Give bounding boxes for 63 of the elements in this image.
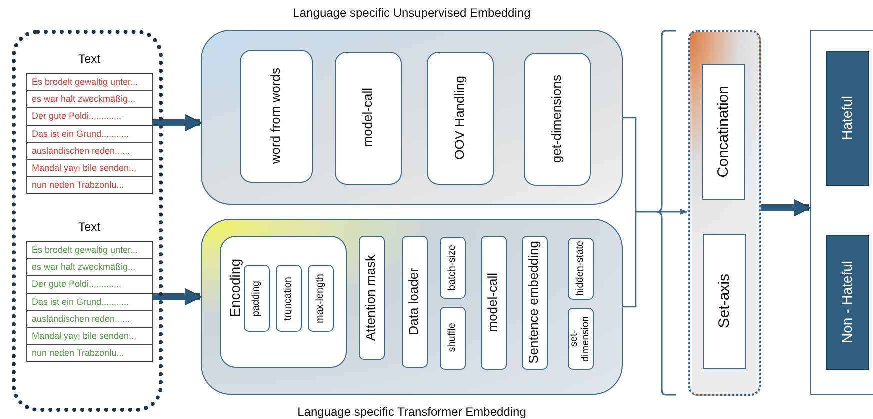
parameter-box <box>308 265 334 332</box>
step-label: shuffle <box>446 323 458 353</box>
step-label: hidden-state <box>574 240 586 296</box>
dotted-container <box>12 30 163 412</box>
step-box <box>702 64 745 200</box>
panel-title: Language specific Unsupervised Embedding <box>292 6 532 20</box>
class-box <box>826 234 868 370</box>
step-label: Attention mask <box>364 254 379 340</box>
step-box <box>524 52 590 186</box>
table-cell: es war halt zweckmäßig... <box>26 90 153 108</box>
parameter-box <box>568 238 594 300</box>
table-heading: Text <box>77 52 102 66</box>
step-label: model-call <box>486 272 501 332</box>
step-label: set-dimension <box>569 314 592 364</box>
table-cell: Das ist ein Grund........... <box>26 124 153 143</box>
step-label: Concatination <box>714 86 732 178</box>
step-box <box>334 52 402 184</box>
table-cell: Der gute Poldi............. <box>26 275 153 294</box>
step-label: word from words <box>268 68 284 164</box>
step-label: truncation <box>283 276 295 320</box>
table-cell: Das ist ein Grund........... <box>26 292 153 311</box>
step-label: Set-axis <box>716 274 734 329</box>
step-label: OOV Handling <box>452 76 468 160</box>
step-box <box>703 234 746 369</box>
arrow <box>153 288 202 306</box>
step-box <box>426 52 494 184</box>
output-panel <box>810 30 873 395</box>
step-box <box>240 50 312 182</box>
arrow <box>623 209 688 308</box>
table-cell: nun neden Trabzonlu... <box>26 176 153 194</box>
step-label: get-dimensions <box>550 74 564 164</box>
parameter-box <box>244 265 270 332</box>
encoding-box <box>220 236 346 368</box>
table-cell: es war halt zweckmäßig... <box>26 258 153 276</box>
step-box <box>480 236 506 370</box>
arrow <box>761 199 812 217</box>
panel-title: Language specific Transformer Embedding <box>296 405 528 419</box>
step-box <box>358 236 384 360</box>
fusion-panel <box>688 30 761 396</box>
table-cell: Der gute Poldi............. <box>26 107 153 126</box>
step-label: Sentence embedding <box>527 241 542 364</box>
step-label: max-length <box>315 274 327 324</box>
step-label: Data loader <box>407 268 422 336</box>
table-cell: Es brodelt gewaltig unter... <box>26 73 153 92</box>
table-heading: Text <box>77 220 102 234</box>
table-cell: nun neden Trabzonlu... <box>26 344 153 362</box>
step-label: batch-size <box>446 244 458 290</box>
step-box <box>522 236 548 370</box>
step-label: padding <box>251 280 263 316</box>
parameter-box <box>440 306 466 370</box>
step-box <box>402 236 428 368</box>
parameter-box <box>568 308 594 370</box>
step-label: Encoding <box>226 258 243 317</box>
parameter-box <box>276 265 302 332</box>
class-box <box>826 50 868 186</box>
parameter-box <box>440 236 466 298</box>
class-label: Hateful <box>838 96 856 140</box>
table-cell: Es brodelt gewaltig unter... <box>26 241 153 260</box>
step-label: model-call <box>360 88 376 148</box>
table-cell: ausländischen reden...... <box>26 310 153 328</box>
class-label: Non - Hateful <box>838 260 856 344</box>
table-cell: ausländischen reden...... <box>26 142 153 160</box>
arrow <box>153 114 202 132</box>
